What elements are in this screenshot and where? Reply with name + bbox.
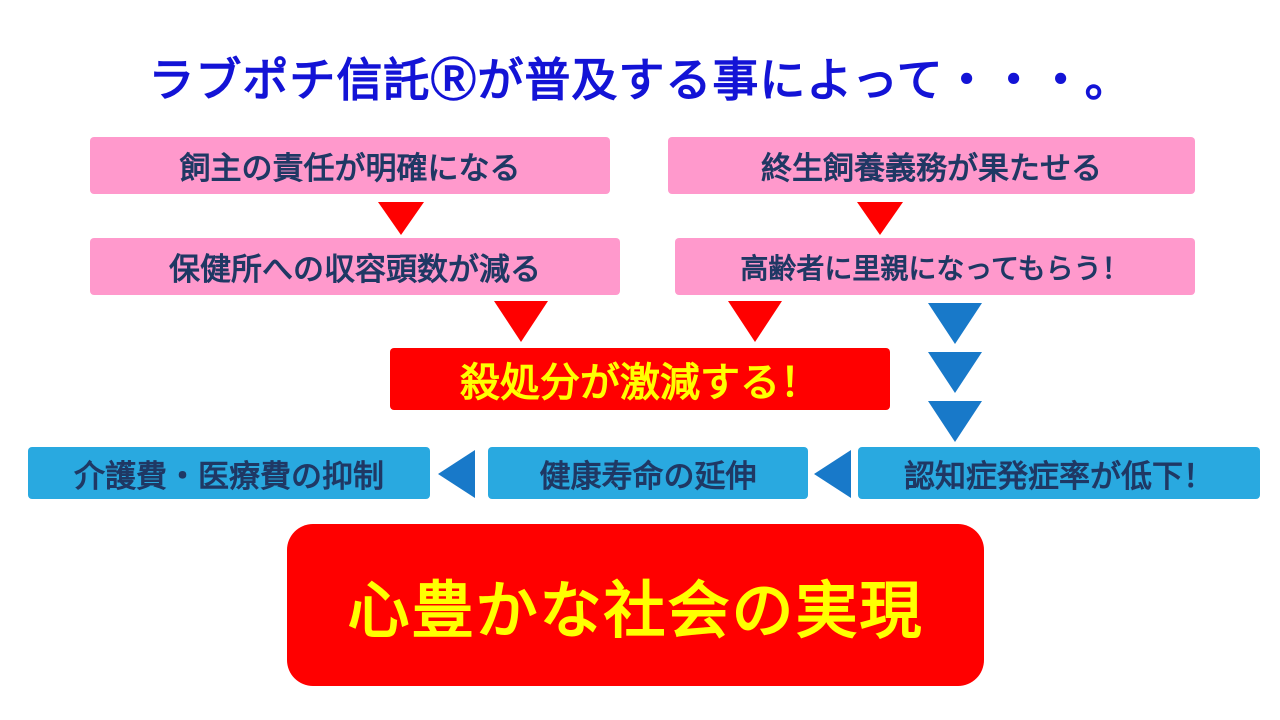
box-dementia-rate-drop: 認知症発症率が低下！ bbox=[858, 447, 1260, 499]
slide-title: ラブポチ信託Ⓡが普及する事によって・・・。 bbox=[148, 54, 1132, 106]
blue-left-arrow-icon bbox=[438, 450, 475, 498]
red-down-arrow-icon bbox=[728, 301, 782, 342]
blue-down-arrow-icon bbox=[928, 401, 982, 442]
box-shelter-intake-decrease: 保健所への収容頭数が減る bbox=[90, 238, 620, 295]
box-senior-foster: 高齢者に里親になってもらう！ bbox=[675, 238, 1195, 295]
blue-down-arrow-icon bbox=[928, 352, 982, 393]
box-lifelong-care-duty: 終生飼養義務が果たせる bbox=[668, 137, 1195, 194]
box-healthy-lifespan-extension: 健康寿命の延伸 bbox=[488, 447, 808, 499]
box-rich-society: 心豊かな社会の実現 bbox=[287, 524, 984, 686]
red-down-arrow-icon bbox=[494, 301, 548, 342]
blue-left-arrow-icon bbox=[814, 450, 851, 498]
red-down-arrow-icon bbox=[857, 202, 903, 235]
blue-down-arrow-icon bbox=[928, 303, 982, 344]
box-owner-responsibility: 飼主の責任が明確になる bbox=[90, 137, 610, 194]
red-down-arrow-icon bbox=[378, 202, 424, 235]
box-care-medical-cost-control: 介護費・医療費の抑制 bbox=[28, 447, 430, 499]
box-culling-plummets: 殺処分が激減する！ bbox=[390, 348, 890, 410]
